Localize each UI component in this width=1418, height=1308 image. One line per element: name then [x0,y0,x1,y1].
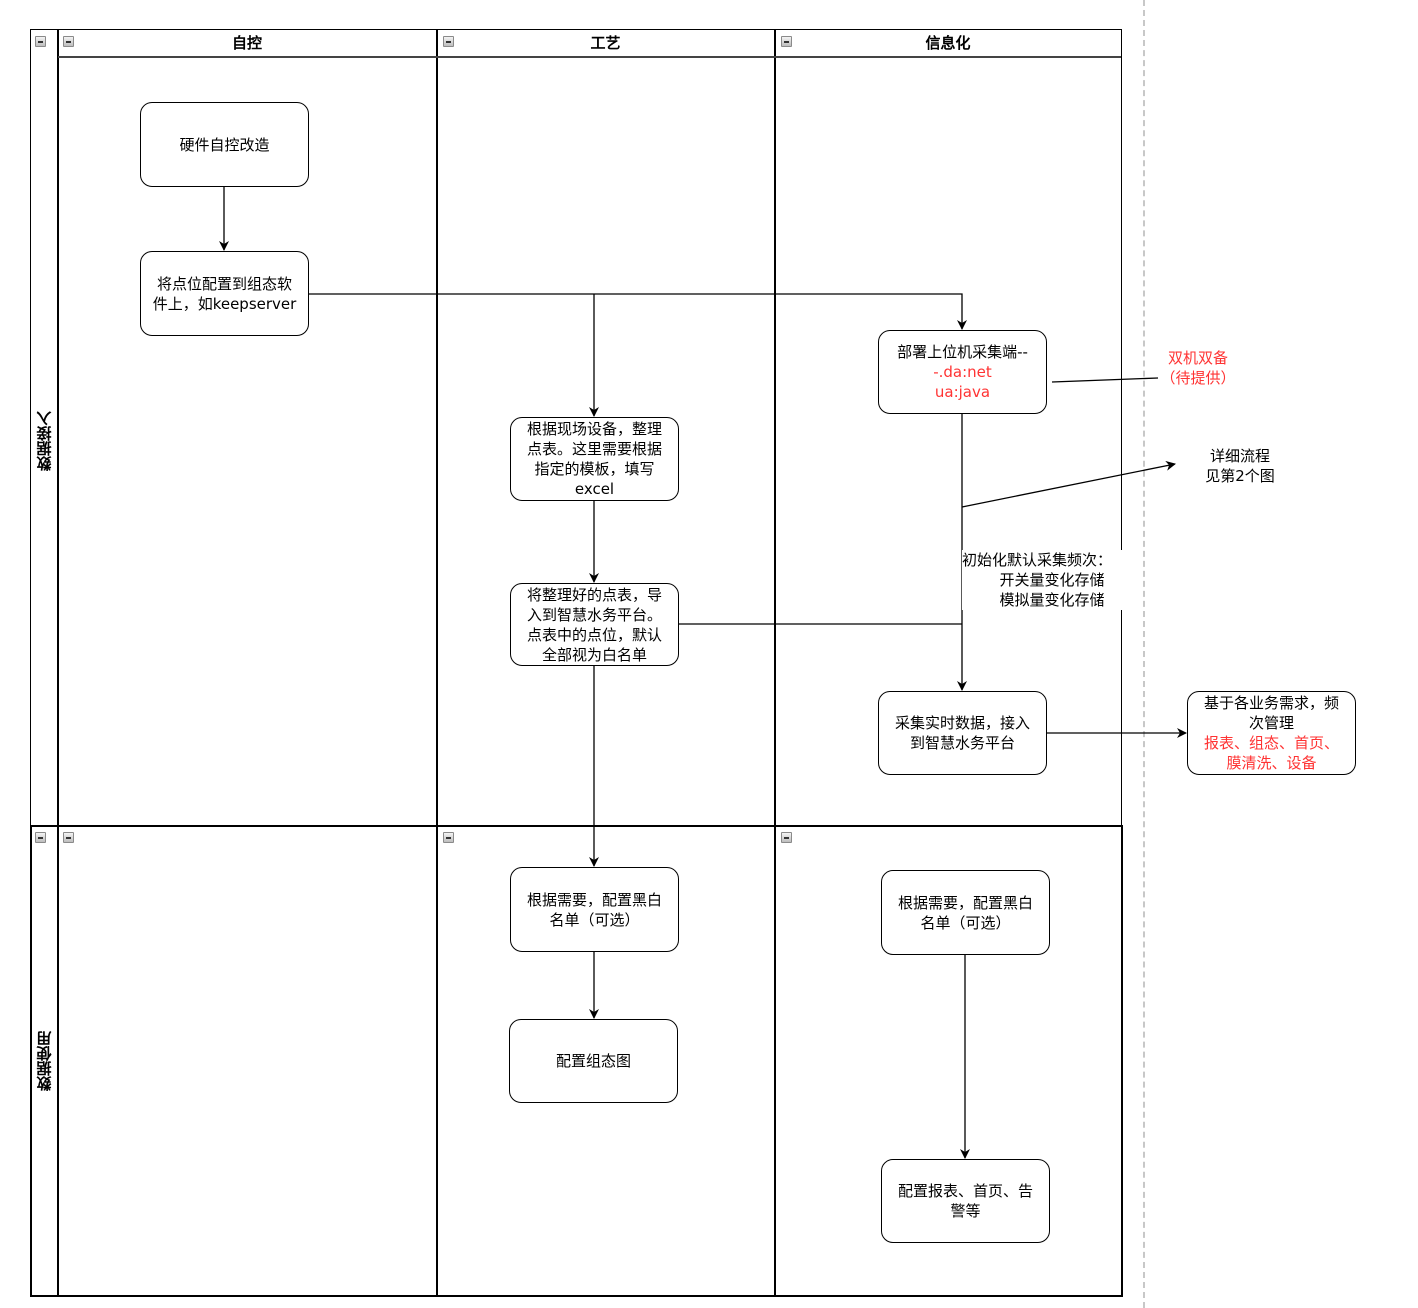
node-text: 将整理好的点表，导 [526,585,662,604]
node-text: 警等 [950,1202,981,1220]
annotation-text: （待提供） [1160,369,1236,387]
node-text-highlight: 膜清洗、设备 [1226,754,1317,772]
annotation-default-frequency: 初始化默认采集频次： 开关量变化存储 模拟量变化存储 [962,550,1132,610]
header-divider [58,56,1121,58]
node-text: 配置报表、首页、告 [897,1182,1033,1200]
node-text: 根据需要，配置黑白 [526,890,662,909]
node-deploy-collector[interactable]: 部署上位机采集端-- -.da:net ua:java [878,330,1047,414]
node-text: 到智慧水务平台 [909,734,1015,752]
lane-divider-zikong-gongyi [436,29,438,1297]
annotation-text: 开关量变化存储 [999,571,1105,589]
node-text: 根据现场设备，整理 [526,420,662,438]
node-whitelist-gongyi[interactable]: 根据需要，配置黑白 名单（可选） [510,867,679,952]
node-text-highlight: 报表、组态、首页、 [1203,734,1339,752]
page-boundary-guide [1143,0,1145,1308]
node-text: 名单（可选） [549,910,640,929]
node-text-highlight: ua:java [934,383,991,401]
annotation-detail-flow: 详细流程 见第2个图 [1190,446,1290,486]
node-text: 点表中的点位，默认 [526,625,662,644]
node-import-points[interactable]: 将整理好的点表，导 入到智慧水务平台。 点表中的点位，默认 全部视为白名单 [510,583,679,666]
collapse-icon[interactable] [781,36,792,47]
collapse-icon[interactable] [781,832,792,843]
annotation-text: 详细流程 [1209,447,1270,465]
node-text: 指定的模板，填写 [534,460,655,478]
column-header-zikong: 自控 [58,29,436,57]
collapse-icon[interactable] [35,832,46,843]
collapse-icon[interactable] [443,832,454,843]
node-text: 入到智慧水务平台。 [526,605,662,624]
annotation-text: 初始化默认采集频次： [962,551,1113,569]
lane-divider-gongyi-xinxihua [774,29,776,1297]
collapse-icon[interactable] [63,832,74,843]
collapse-icon[interactable] [35,36,46,47]
annotation-dual-machine: 双机双备 （待提供） [1148,348,1248,388]
row-header-label: 数据接入 [35,411,54,471]
row-header-data-access: 数据接入 [31,57,57,825]
pool-frame-bottom [30,825,1123,1297]
node-text: 硬件自控改造 [179,135,270,154]
node-text: 点表。这里需要根据 [526,440,662,458]
node-text: excel [574,480,615,498]
column-header-label: 工艺 [590,34,621,52]
column-header-label: 信息化 [925,34,971,52]
row-header-data-usage: 数据使用 [31,826,57,1296]
collapse-icon[interactable] [63,36,74,47]
node-text-highlight: -.da:net [933,363,992,381]
annotation-text: 见第2个图 [1205,467,1275,485]
node-text: 基于各业务需求，频 [1203,694,1339,712]
node-hardware-retrofit[interactable]: 硬件自控改造 [140,102,309,187]
collapse-icon[interactable] [443,36,454,47]
row-header-label: 数据使用 [35,1031,54,1091]
node-frequency-mgmt[interactable]: 基于各业务需求，频 次管理 报表、组态、首页、 膜清洗、设备 [1187,691,1356,775]
node-text: 根据需要，配置黑白 [897,893,1033,912]
node-text: 配置组态图 [555,1052,631,1070]
node-text: 将点位配置到组态软 [156,274,292,293]
column-header-gongyi: 工艺 [437,29,774,57]
node-organize-points[interactable]: 根据现场设备，整理 点表。这里需要根据 指定的模板，填写 excel [510,417,679,501]
node-text: 部署上位机采集端-- [897,343,1028,361]
node-config-points[interactable]: 将点位配置到组态软 件上，如keepserver [140,251,309,336]
node-text: 名单（可选） [920,913,1011,932]
node-text: 次管理 [1248,714,1294,732]
node-text: 全部视为白名单 [541,645,647,664]
node-text: 采集实时数据，接入 [894,714,1030,732]
column-header-label: 自控 [231,34,262,52]
node-collect-realtime[interactable]: 采集实时数据，接入 到智慧水务平台 [878,691,1047,775]
annotation-text: 双机双备 [1167,349,1228,367]
lane-divider-left [57,29,59,1297]
column-header-xinxihua: 信息化 [775,29,1121,57]
node-whitelist-xinxihua[interactable]: 根据需要，配置黑白 名单（可选） [881,870,1050,955]
annotation-text: 模拟量变化存储 [999,591,1105,609]
node-config-scada[interactable]: 配置组态图 [509,1019,678,1103]
node-config-reports[interactable]: 配置报表、首页、告 警等 [881,1159,1050,1243]
node-text: 件上，如keepserver [152,294,297,313]
